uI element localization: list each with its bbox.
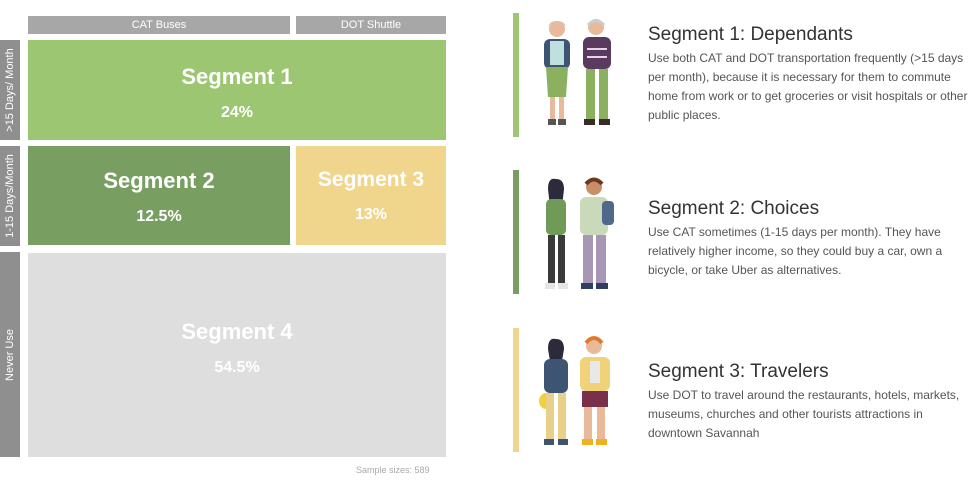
column-header-dot-shuttle: DOT Shuttle [296,16,446,34]
segment-2-description: Use CAT sometimes (1-15 days per month).… [648,225,943,277]
elderly-couple-icon [530,15,625,130]
segment-percent: 24% [220,104,254,121]
segment-name: Segment 3 [317,168,425,191]
row-header-label: 1-15 Days/Month [4,154,16,238]
segment-name: Segment 4 [181,319,293,344]
row-header-never: Never Use [0,252,20,457]
column-header-label: DOT Shuttle [340,19,402,31]
segment-percent: 13% [354,206,388,223]
tourist-couple-icon [534,333,624,453]
segment-4-block: Segment 4 54.5% [28,253,446,457]
row-header-label: Never Use [4,328,16,381]
segment-2-accent-bar [513,170,519,294]
segment-1-block: Segment 1 24% [28,40,446,140]
segment-3-title: Segment 3: Travelers [648,361,829,382]
young-couple-icon [534,175,624,297]
row-header-label: >15 Days/ Month [4,48,16,132]
sample-size-note: Sample sizes: 589 [356,465,430,475]
segment-3-accent-bar [513,328,519,452]
segment-percent: 12.5% [136,208,182,225]
segment-percent: 54.5% [214,359,260,376]
column-header-cat-buses: CAT Buses [28,16,290,34]
segment-1-title: Segment 1: Dependants [648,24,853,45]
segment-3-description: Use DOT to travel around the restaurants… [648,388,960,440]
segment-2-title: Segment 2: Choices [648,198,820,219]
row-header-sometimes: 1-15 Days/Month [0,146,20,246]
segment-name: Segment 1 [181,64,293,89]
segment-1-description: Use both CAT and DOT transportation freq… [648,51,968,122]
segment-1-accent-bar [513,13,519,137]
segment-name: Segment 2 [103,168,215,193]
column-header-label: CAT Buses [131,19,187,31]
segment-3-block: Segment 3 13% [296,146,446,245]
row-header-frequent: >15 Days/ Month [0,40,20,140]
segment-2-block: Segment 2 12.5% [28,146,290,245]
